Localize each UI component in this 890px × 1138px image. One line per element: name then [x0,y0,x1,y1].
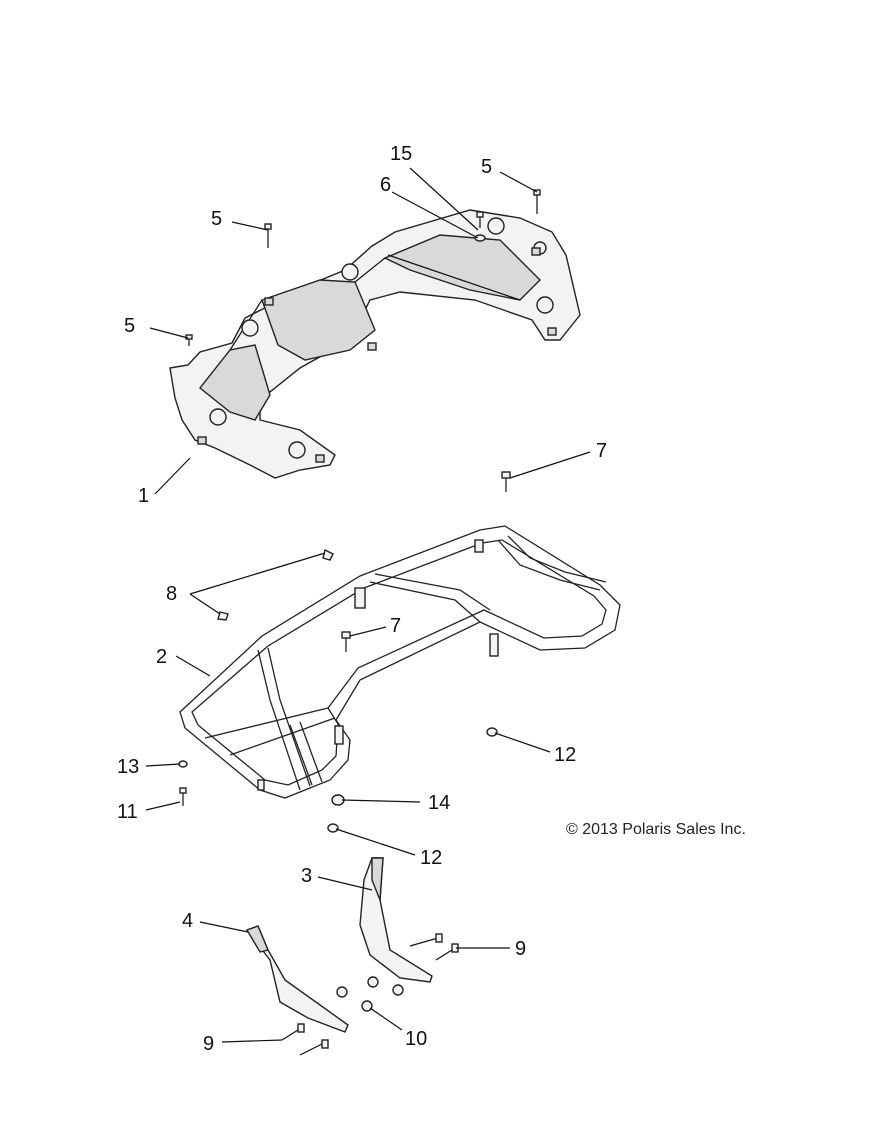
copyright-notice: © 2013 Polaris Sales Inc. [566,821,746,838]
callout-9-b: 9 [203,1033,214,1055]
callout-12-b: 12 [420,847,442,869]
callout-5-a: 5 [481,156,492,178]
callout-8: 8 [166,583,177,605]
callout-4: 4 [182,910,193,932]
callout-6: 6 [380,174,391,196]
leader-lines [145,167,591,1043]
callout-10: 10 [405,1028,427,1050]
callout-2: 2 [156,646,167,668]
panel-screws [185,189,541,346]
tube-rack-frame [179,525,621,799]
callout-labels: 15 5 6 5 5 1 7 8 7 2 12 13 14 11 12 3 4 … [117,143,607,1055]
callout-11: 11 [117,801,138,823]
callout-5-b: 5 [211,208,222,230]
rack-hardware [178,471,511,833]
callout-13: 13 [117,756,139,778]
callout-14: 14 [428,792,450,814]
callout-15: 15 [390,143,412,165]
callout-1: 1 [138,485,149,507]
callout-3: 3 [301,865,312,887]
bracket-left [245,925,349,1033]
callout-7-b: 7 [390,615,401,637]
callout-5-c: 5 [124,315,135,337]
callout-7-a: 7 [596,440,607,462]
callout-9-a: 9 [515,938,526,960]
rack-panel [169,209,581,479]
callout-12-a: 12 [554,744,576,766]
bracket-right [359,857,433,983]
